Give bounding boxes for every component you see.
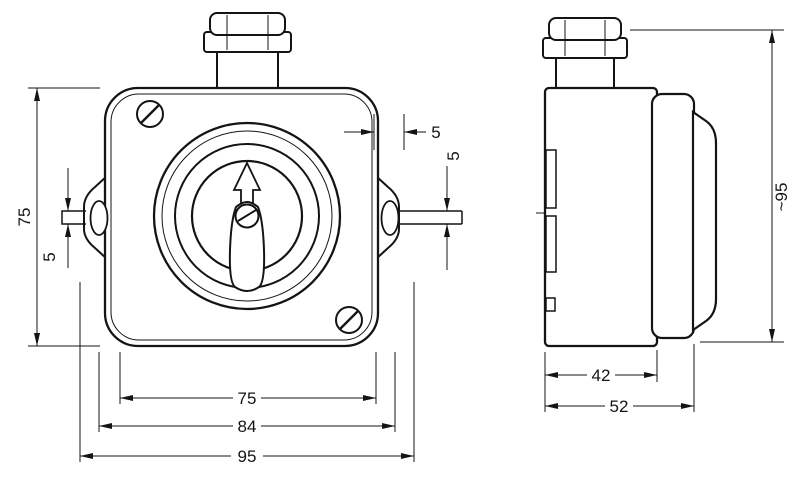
left-pin [61, 210, 86, 225]
switch-bezel-outer-inner-line [161, 130, 333, 302]
dim-left-pin-label: 5 [40, 252, 59, 261]
terminal-block-lower [545, 215, 557, 273]
side-detail-small [545, 297, 556, 312]
dim-side-overall-depth-label: 52 [610, 397, 629, 416]
dim-side-body-depth-label: 42 [592, 366, 611, 385]
side-dome [691, 109, 718, 333]
right-mounting-slot [380, 200, 400, 236]
dim-front-height-label: 75 [15, 208, 34, 227]
cable-gland-cap [209, 12, 286, 36]
dimension-annotations: 75 5 5 5 75 84 95 [15, 29, 791, 466]
right-pin [398, 210, 463, 225]
cable-gland-neck [216, 49, 279, 91]
side-view [536, 17, 718, 348]
dim-width-overall-label: 95 [238, 447, 257, 466]
dim-width-inner-label: 75 [238, 389, 257, 408]
center-screw-slot [237, 209, 257, 222]
terminal-block-upper [545, 149, 557, 209]
front-view [61, 12, 463, 348]
dim-width-mid-label: 84 [238, 417, 257, 436]
side-gland-neck [555, 55, 615, 93]
dim-tab-offset-label: 5 [431, 123, 440, 142]
side-cover [650, 92, 696, 340]
enclosure-inner-contour [110, 93, 373, 341]
side-gland-cap [548, 17, 622, 41]
side-body [543, 86, 659, 348]
bottom-right-screw-slot [339, 310, 359, 330]
dim-side-height-label: ~95 [772, 183, 791, 212]
dim-right-pin-label: 5 [444, 151, 463, 160]
left-mounting-slot [89, 200, 109, 236]
top-left-screw-slot [140, 104, 160, 124]
